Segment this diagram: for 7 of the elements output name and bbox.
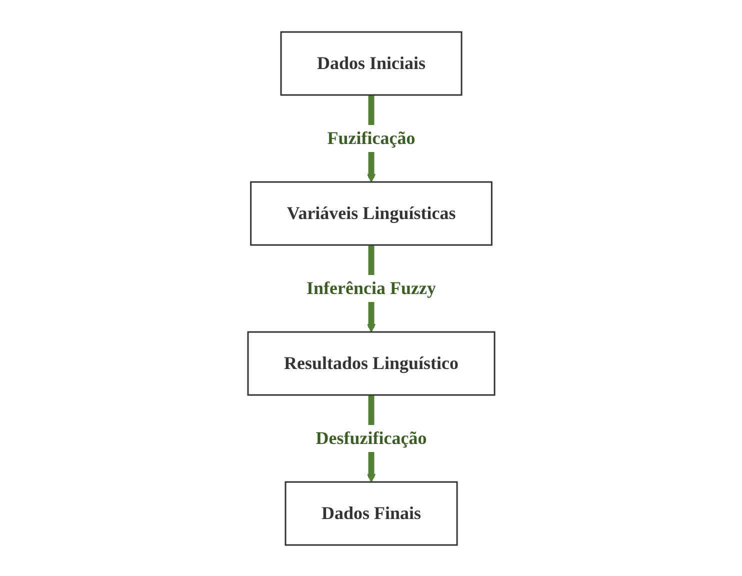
edge-label: Inferência Fuzzy — [306, 278, 436, 298]
edge-label: Fuzificação — [327, 128, 415, 148]
node-box: Variáveis Linguísticas — [250, 180, 492, 246]
node-box: Dados Iniciais — [280, 30, 462, 96]
node-box: Dados Finais — [284, 480, 458, 546]
node-box: Resultados Linguístico — [246, 330, 496, 396]
edge-label: Desfuzificação — [316, 428, 426, 448]
